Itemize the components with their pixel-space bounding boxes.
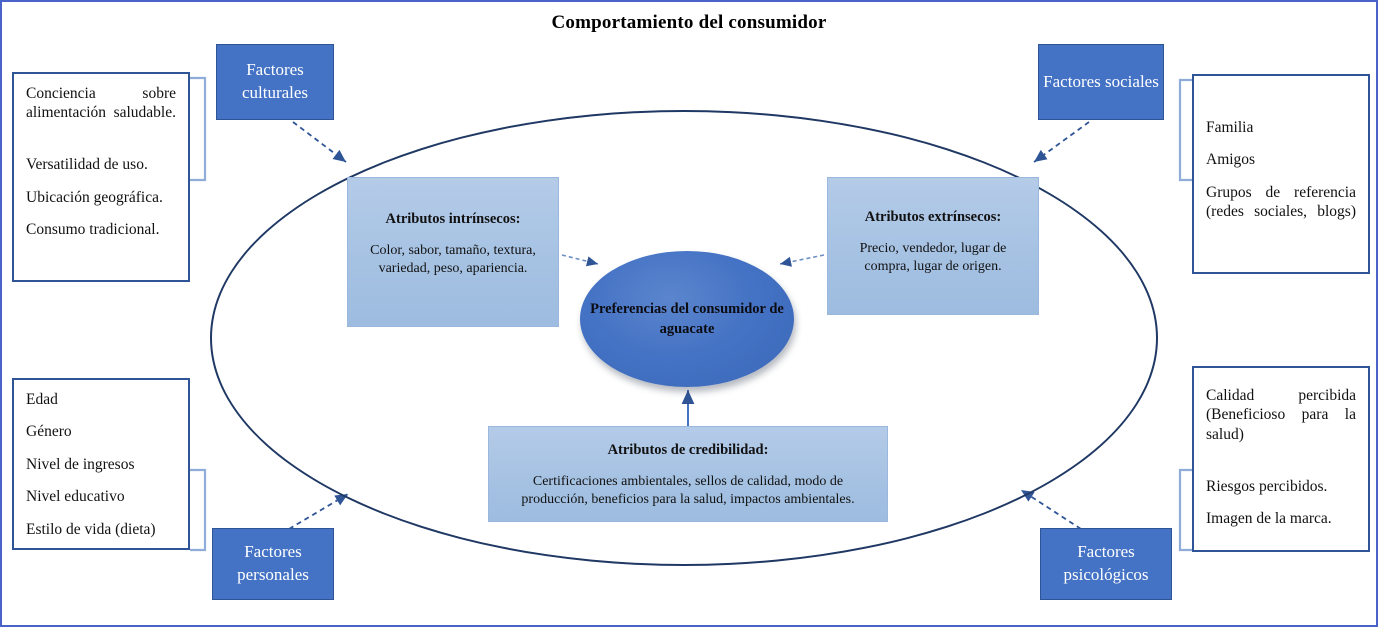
list-item: Amigos [1206,151,1256,169]
list-item: Conciencia sobre alimentación saludable. [26,85,176,122]
list-item: Versatilidad de uso. [26,156,148,174]
list-item: Grupos de referencia (redes sociales, bl… [1206,183,1356,221]
core-label: Preferencias del consumidor de aguacate [590,300,784,337]
factor-box-personal[interactable]: Factores personales [212,528,334,600]
attribute-body-intrinsic: Color, sabor, tamaño, textura, variedad,… [370,242,536,277]
list-item: Riesgos percibidos. [1206,477,1328,495]
attribute-box-credibility: Atributos de credibilidad: Certificacion… [488,426,888,522]
social-items-box: Familia Amigos Grupos de referencia (red… [1192,74,1370,274]
factor-label-cultural: Factores culturales [241,60,309,102]
list-item: Ubicación geográfica. [26,188,163,206]
attribute-title-credibility: Atributos de credibilidad: [607,442,769,458]
list-item: Imagen de la marca. [1206,509,1332,527]
factor-box-psychological[interactable]: Factores psicológicos [1040,528,1172,600]
attribute-title-intrinsic: Atributos intrínsecos: [385,211,521,227]
psychological-items-box: Calidad percibida (Beneficioso para la s… [1192,366,1370,552]
cultural-items-box: Conciencia sobre alimentación saludable.… [12,72,190,282]
factor-box-cultural[interactable]: Factores culturales [216,44,334,120]
list-item: Género [26,423,72,441]
list-item: Edad [26,391,58,408]
list-item: Estilo de vida (dieta) [26,520,156,538]
list-item: Calidad percibida (Beneficioso para la s… [1206,387,1356,443]
attribute-title-extrinsic: Atributos extrínsecos: [864,209,1002,225]
factor-label-personal: Factores personales [237,542,309,584]
attribute-box-intrinsic: Atributos intrínsecos: Color, sabor, tam… [347,177,559,327]
attribute-body-extrinsic: Precio, vendedor, lugar de compra, lugar… [859,240,1007,275]
list-item: Familia [1206,119,1254,136]
factor-label-psychological: Factores psicológicos [1063,542,1149,584]
page-title: Comportamiento del consumidor [551,12,827,33]
attribute-body-credibility: Certificaciones ambientales, sellos de c… [521,473,855,508]
list-item: Consumo tradicional. [26,220,160,238]
core-ellipse: Preferencias del consumidor de aguacate [580,251,794,387]
outer-ellipse [210,110,1158,566]
list-item: Nivel educativo [26,488,125,506]
factor-label-social: Factores sociales [1043,71,1159,91]
personal-items-box: Edad Género Nivel de ingresos Nivel educ… [12,378,190,550]
factor-box-social[interactable]: Factores sociales [1038,44,1164,120]
attribute-box-extrinsic: Atributos extrínsecos: Precio, vendedor,… [827,177,1039,315]
list-item: Nivel de ingresos [26,455,135,473]
